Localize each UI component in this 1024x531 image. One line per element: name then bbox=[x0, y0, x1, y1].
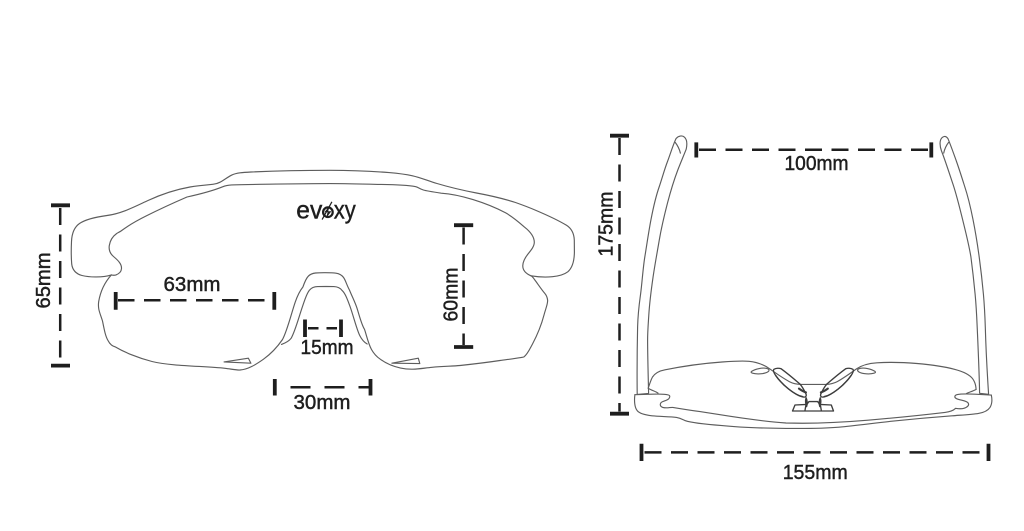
svg-text:15mm: 15mm bbox=[301, 337, 354, 359]
svg-text:100mm: 100mm bbox=[785, 153, 849, 175]
svg-text:155mm: 155mm bbox=[783, 462, 848, 484]
svg-text:60mm: 60mm bbox=[441, 268, 463, 322]
svg-text:xy: xy bbox=[334, 196, 356, 224]
svg-text:30mm: 30mm bbox=[294, 392, 351, 414]
svg-text:65mm: 65mm bbox=[33, 253, 55, 309]
svg-text:63mm: 63mm bbox=[164, 274, 221, 296]
svg-text:175mm: 175mm bbox=[596, 192, 618, 257]
svg-text:ev: ev bbox=[296, 196, 322, 224]
